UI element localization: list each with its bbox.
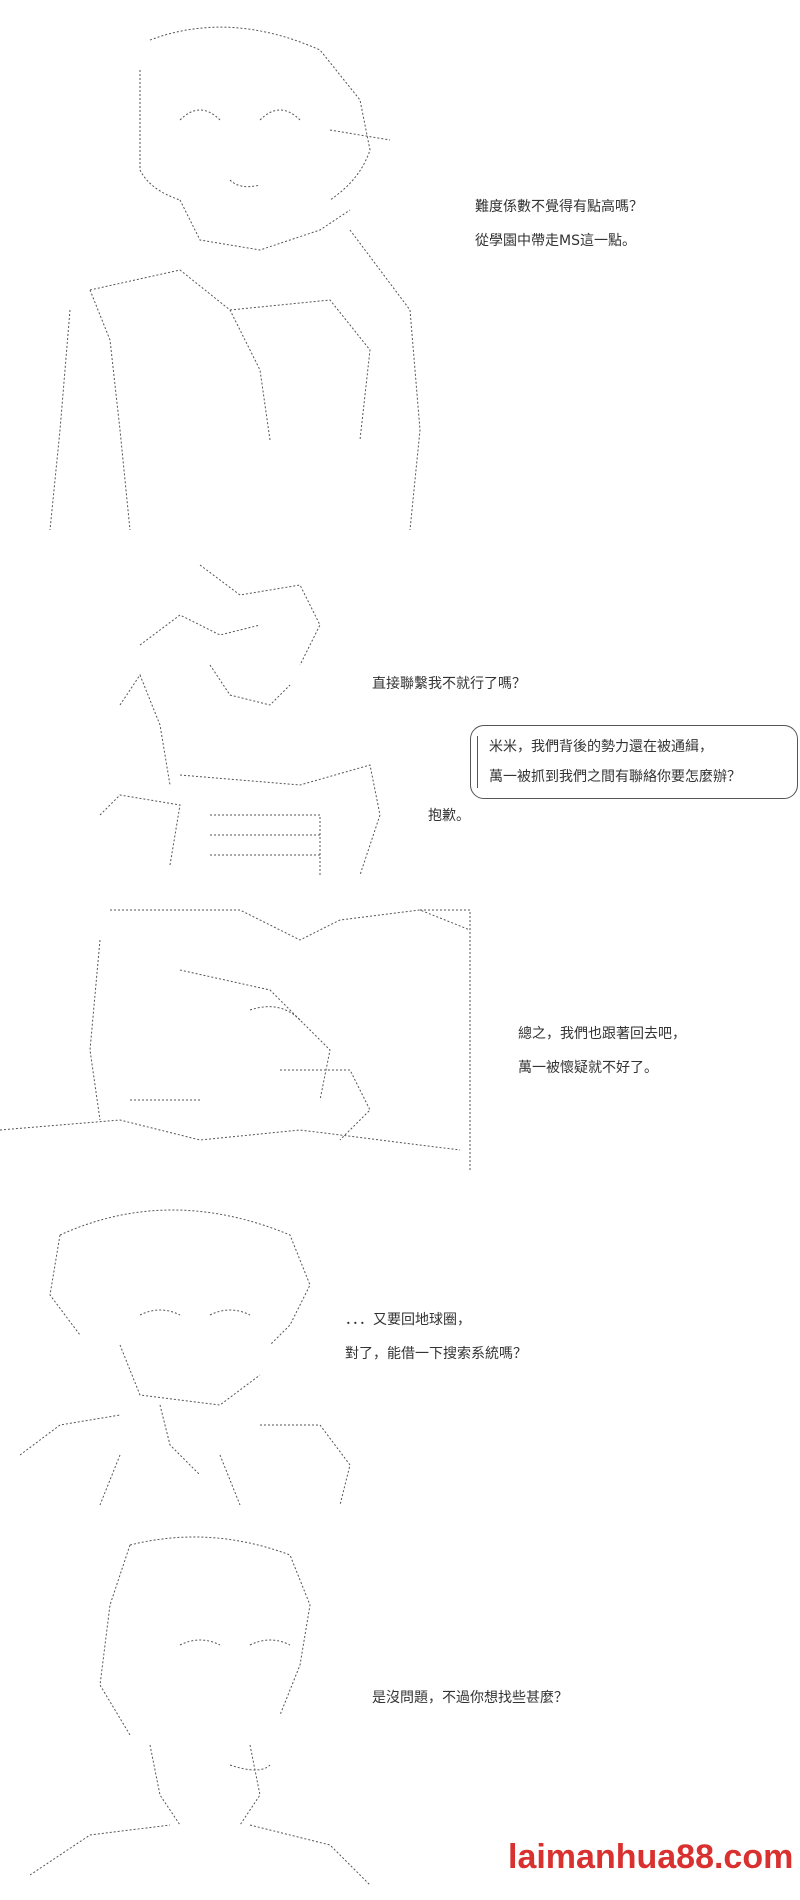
ascii-art-figure-3 <box>0 900 480 1180</box>
dialogue-panel-3: 總之，我們也跟著回去吧， 萬一被懷疑就不好了。 <box>518 1017 686 1085</box>
bubble-line: 萬一被抓到我們之間有聯絡你要怎麼辦？ <box>489 769 741 785</box>
bubble-line: 米米，我們背後的勢力還在被通緝， <box>489 739 713 755</box>
panel-2: 直接聯繫我不就行了嗎？ 米米，我們背後的勢力還在被通緝， 萬一被抓到我們之間有聯… <box>0 545 800 885</box>
dialogue-panel-4: ．．．又要回地球圈， 對了，能借一下搜索系統嗎？ <box>345 1303 527 1371</box>
site-watermark: laimanhua88.com <box>508 1838 794 1876</box>
dialogue-line: 從學園中帶走MS這一點。 <box>475 233 636 249</box>
dialogue-panel-2-bottom: 抱歉。 <box>428 808 470 824</box>
dialogue-line: 萬一被懷疑就不好了。 <box>518 1060 658 1076</box>
ascii-art-figure-1 <box>30 10 470 530</box>
bubble-edge <box>477 736 478 788</box>
dialogue-line: ．．．又要回地球圈， <box>345 1312 471 1328</box>
panel-3: 總之，我們也跟著回去吧， 萬一被懷疑就不好了。 <box>0 895 800 1185</box>
dialogue-panel-1: 難度係數不覺得有點高嗎？ 從學園中帶走MS這一點。 <box>475 190 643 258</box>
speech-bubble: 米米，我們背後的勢力還在被通緝， 萬一被抓到我們之間有聯絡你要怎麼辦？ <box>470 725 798 799</box>
dialogue-line: 難度係數不覺得有點高嗎？ <box>475 199 643 215</box>
panel-1: 難度係數不覺得有點高嗎？ 從學園中帶走MS這一點。 <box>0 0 800 540</box>
dialogue-line: 總之，我們也跟著回去吧， <box>518 1026 686 1042</box>
panel-5: 是沒問題，不過你想找些甚麼？ <box>0 1515 800 1900</box>
dialogue-line: 對了，能借一下搜索系統嗎？ <box>345 1346 527 1362</box>
ascii-art-figure-2 <box>60 555 420 875</box>
ascii-art-figure-5 <box>30 1525 380 1895</box>
dialogue-panel-5: 是沒問題，不過你想找些甚麼？ <box>372 1690 568 1706</box>
ascii-art-figure-4 <box>20 1195 360 1505</box>
dialogue-panel-2-top: 直接聯繫我不就行了嗎？ <box>372 676 526 692</box>
panel-4: ．．．又要回地球圈， 對了，能借一下搜索系統嗎？ <box>0 1190 800 1510</box>
